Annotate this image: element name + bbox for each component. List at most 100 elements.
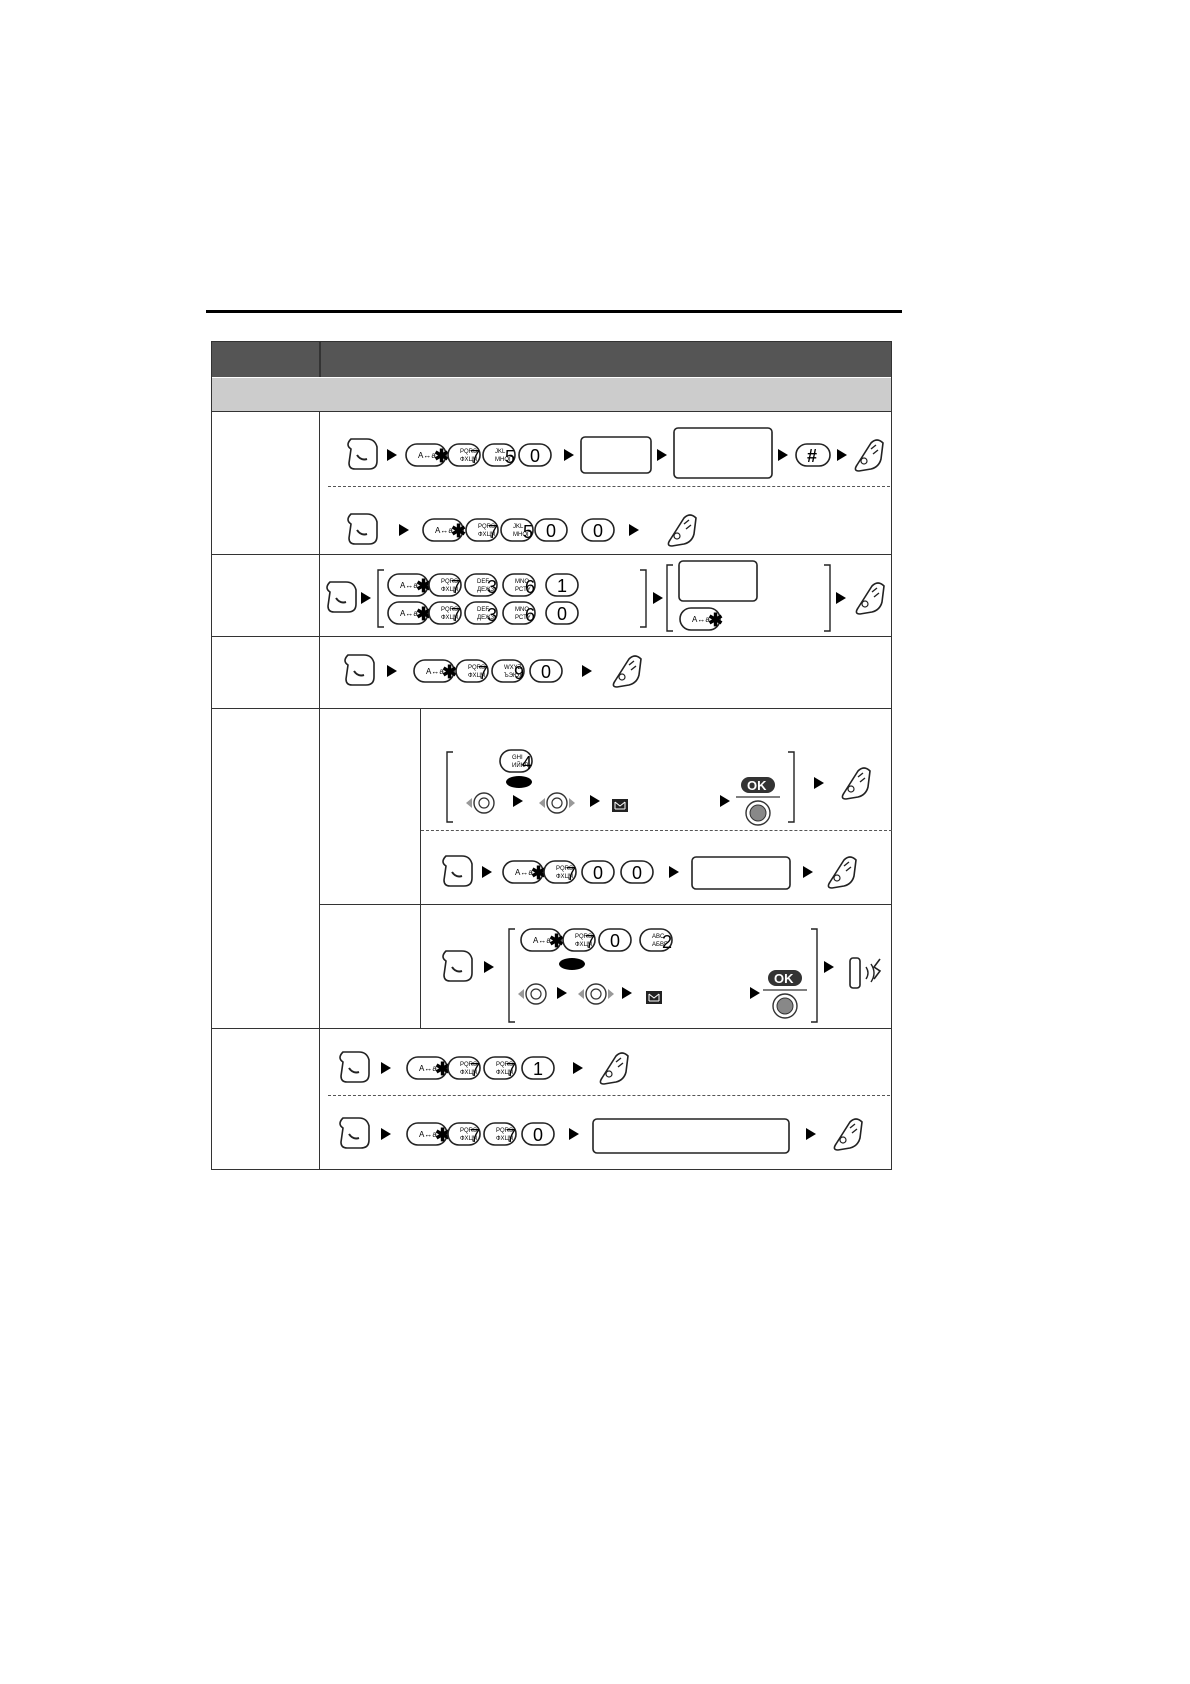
svg-text:МНОП: МНОП [513, 532, 531, 538]
on-hook-power-key-icon[interactable] [833, 1118, 863, 1151]
on-hook-power-key-icon[interactable] [841, 767, 871, 800]
star-symbol: ✱ [435, 1125, 450, 1145]
digit-key-0[interactable]: 0 [518, 443, 552, 467]
digit: 2 [662, 932, 672, 952]
next-step-arrow-icon [720, 795, 730, 807]
digit-key-0[interactable]: 0 [521, 1122, 555, 1146]
star-symbol: ✱ [708, 610, 723, 630]
svg-text:РСТУ: РСТУ [515, 615, 531, 621]
star-key[interactable]: A↔a✱ [520, 928, 564, 952]
star-key[interactable]: A↔a✱ [405, 443, 449, 467]
svg-text:МНОП: МНОП [495, 457, 513, 463]
next-step-arrow-icon [381, 1128, 391, 1140]
digit-key-1[interactable]: 1 [521, 1056, 555, 1080]
digit-key-0[interactable]: 0 [581, 860, 615, 884]
next-step-arrow-icon [399, 524, 409, 536]
next-step-arrow-icon [381, 1062, 391, 1074]
star-key[interactable]: A↔a✱ [422, 518, 466, 542]
digit-key-0[interactable]: 0 [598, 928, 632, 952]
digit-key-1[interactable]: 1 [545, 573, 579, 597]
off-hook-key-icon[interactable] [326, 581, 357, 613]
off-hook-key-icon[interactable] [339, 1051, 370, 1083]
dashed-divider [328, 1095, 890, 1096]
off-hook-key-icon[interactable] [347, 513, 378, 545]
digit: 0 [610, 931, 620, 951]
star-key[interactable]: A↔a✱ [502, 860, 546, 884]
star-symbol: ✱ [442, 662, 457, 682]
navigator-key-icon[interactable] [518, 983, 547, 1005]
star-symbol: ✱ [416, 604, 431, 624]
svg-text:GHI: GHI [512, 755, 523, 761]
star-key[interactable]: A↔a✱ [387, 573, 431, 597]
on-hook-power-key-icon[interactable] [855, 582, 885, 615]
digit-key-0[interactable]: 0 [581, 518, 615, 542]
next-step-arrow-icon [387, 665, 397, 677]
svg-text:ФХЦЧ: ФХЦЧ [496, 1070, 513, 1076]
star-key[interactable]: A↔a✱ [406, 1122, 450, 1146]
next-step-arrow-icon [569, 1128, 579, 1140]
on-hook-power-key-icon[interactable] [599, 1052, 629, 1085]
navigator-key-icon[interactable] [578, 983, 614, 1005]
on-hook-power-key-icon[interactable] [612, 655, 642, 688]
svg-text:PQRS: PQRS [441, 579, 458, 585]
svg-text:ФХЦЧ: ФХЦЧ [460, 1136, 477, 1142]
soft-key-icon[interactable] [559, 958, 585, 970]
star-key[interactable]: A↔a✱ [387, 601, 431, 625]
digit: 7 [470, 1060, 480, 1080]
off-hook-key-icon[interactable] [339, 1117, 370, 1149]
next-step-arrow-icon [622, 987, 632, 999]
digit-key-0[interactable]: 0 [534, 518, 568, 542]
col-divider [319, 411, 320, 1170]
star-key[interactable]: A↔a✱ [413, 659, 457, 683]
on-hook-power-key-icon[interactable] [854, 439, 884, 472]
digit-key-0[interactable]: 0 [545, 601, 579, 625]
next-step-arrow-icon [750, 987, 760, 999]
soft-key-icon[interactable] [506, 776, 532, 788]
next-step-arrow-icon [814, 777, 824, 789]
off-hook-key-icon[interactable] [442, 855, 473, 887]
off-hook-key-icon[interactable] [344, 654, 375, 686]
svg-text:OK: OK [747, 778, 767, 793]
svg-text:DEF: DEF [477, 579, 489, 585]
digit: 7 [451, 605, 461, 625]
digit-key-0[interactable]: 0 [529, 659, 563, 683]
navigator-key-icon[interactable] [539, 792, 575, 814]
ok-key[interactable]: OK [763, 970, 807, 1019]
next-step-arrow-icon [557, 987, 567, 999]
svg-text:PQRS: PQRS [496, 1062, 513, 1068]
ok-key[interactable]: OK [736, 777, 780, 826]
next-step-arrow-icon [653, 592, 663, 604]
star-symbol: ✱ [549, 931, 564, 951]
navigator-key-icon[interactable] [466, 792, 495, 814]
off-hook-key-icon[interactable] [442, 950, 473, 982]
hash-key[interactable]: # [795, 443, 831, 467]
svg-text:ФХЦЧ: ФХЦЧ [441, 615, 458, 621]
star-key[interactable]: A↔a✱ [679, 607, 723, 631]
digit-key-0[interactable]: 0 [620, 860, 654, 884]
on-hook-power-key-icon[interactable] [667, 514, 697, 547]
digit: 3 [487, 577, 497, 597]
on-hook-power-key-icon[interactable] [827, 856, 857, 889]
star-key[interactable]: A↔a✱ [406, 1056, 450, 1080]
off-hook-key-icon[interactable] [347, 438, 378, 470]
